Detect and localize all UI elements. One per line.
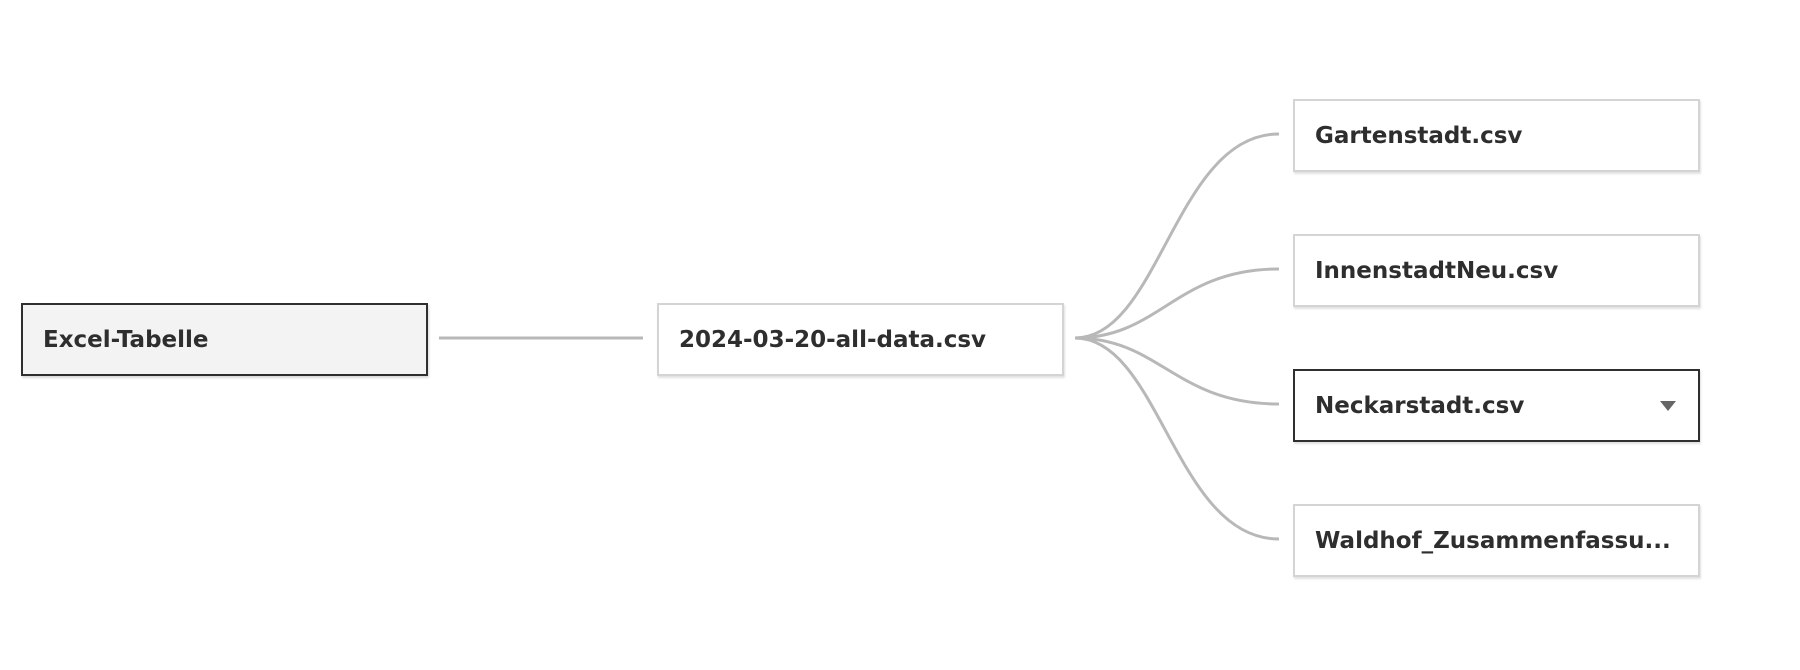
output-node-gartenstadt[interactable]: Gartenstadt.csv bbox=[1293, 99, 1700, 172]
node-label: InnenstadtNeu.csv bbox=[1315, 257, 1559, 284]
node-label: Neckarstadt.csv bbox=[1315, 392, 1525, 419]
chevron-down-icon[interactable] bbox=[1660, 400, 1676, 411]
connector-alldata-to-waldhof bbox=[1074, 336, 1280, 541]
node-label: 2024-03-20-all-data.csv bbox=[679, 326, 987, 353]
connector-alldata-to-innenstadtneu bbox=[1074, 267, 1280, 340]
node-label: Excel-Tabelle bbox=[43, 326, 209, 353]
node-label: Gartenstadt.csv bbox=[1315, 122, 1523, 149]
connector-alldata-to-gartenstadt bbox=[1074, 132, 1280, 340]
output-node-waldhof[interactable]: Waldhof_Zusammenfassu... bbox=[1293, 504, 1700, 577]
node-label: Waldhof_Zusammenfassu... bbox=[1315, 527, 1671, 554]
output-node-neckarstadt[interactable]: Neckarstadt.csv bbox=[1293, 369, 1700, 442]
intermediate-node-all-data-csv[interactable]: 2024-03-20-all-data.csv bbox=[657, 303, 1064, 376]
connector-alldata-to-neckarstadt bbox=[1074, 336, 1280, 406]
source-node-excel-tabelle[interactable]: Excel-Tabelle bbox=[21, 303, 428, 376]
output-node-innenstadtneu[interactable]: InnenstadtNeu.csv bbox=[1293, 234, 1700, 307]
